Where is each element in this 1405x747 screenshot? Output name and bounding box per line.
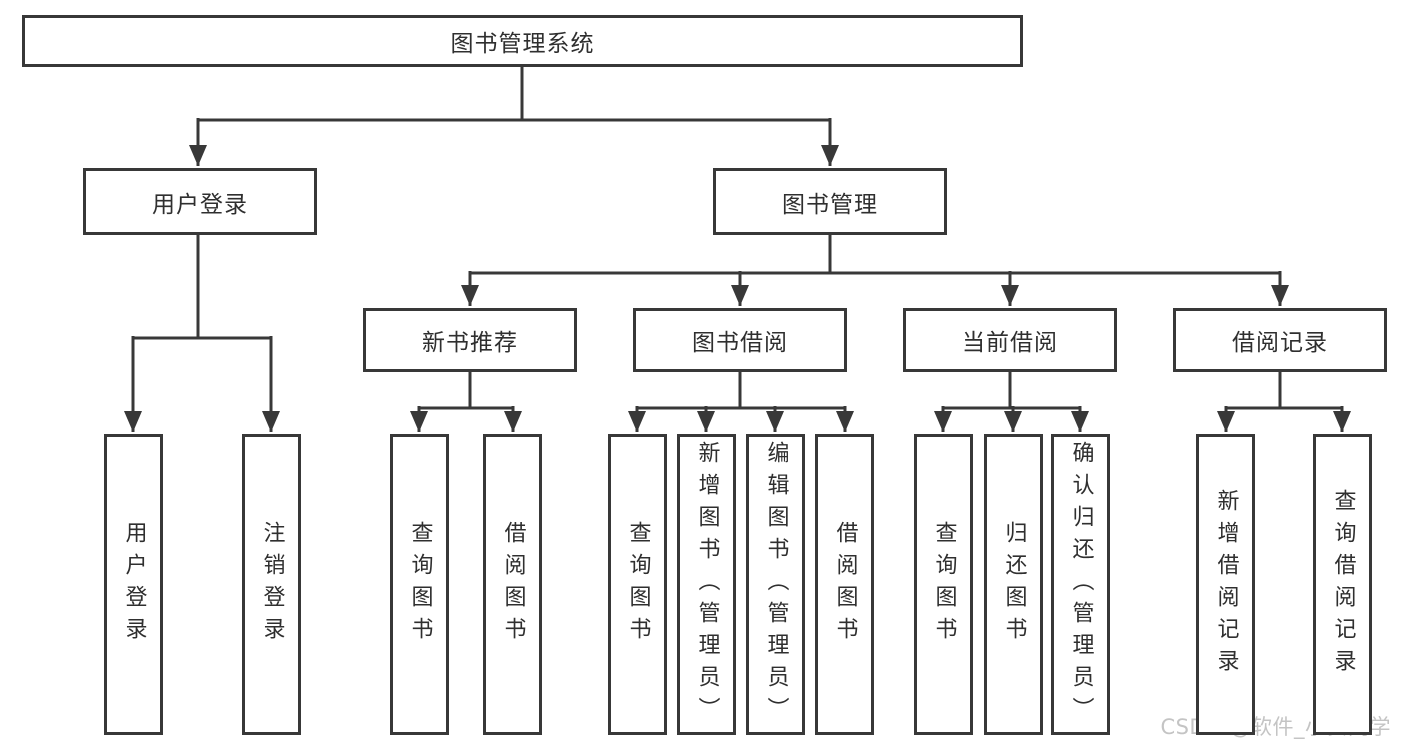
leaf-user-login: 用户登录	[104, 434, 163, 735]
node-borrow-records: 借阅记录	[1173, 308, 1387, 372]
node-new-book-recommend: 新书推荐	[363, 308, 577, 372]
leaf-label: 注销登录	[259, 520, 285, 649]
leaf-label: 用户登录	[121, 520, 147, 649]
node-library-management-system: 图书管理系统	[22, 15, 1023, 67]
leaf-label: 借阅图书	[832, 520, 858, 649]
leaf-label: 查询图书	[625, 520, 651, 649]
leaf-label: 新增图书（管理员）	[694, 440, 720, 729]
leaf-borrow-books: 借阅图书	[815, 434, 874, 735]
tree-edges	[124, 66, 1351, 432]
leaf-label: 确认归还（管理员）	[1068, 440, 1094, 729]
leaf-query-books-borrow: 查询图书	[608, 434, 667, 735]
node-book-borrow: 图书借阅	[633, 308, 847, 372]
node-current-borrow: 当前借阅	[903, 308, 1117, 372]
leaf-logout: 注销登录	[242, 434, 301, 735]
leaf-label: 查询借阅记录	[1330, 488, 1356, 681]
leaf-edit-books-admin: 编辑图书（管理员）	[746, 434, 805, 735]
leaf-borrow-books-recommend: 借阅图书	[483, 434, 542, 735]
node-user-login: 用户登录	[83, 168, 317, 235]
leaf-label: 借阅图书	[500, 520, 526, 649]
leaf-label: 查询图书	[931, 520, 957, 649]
leaf-label: 归还图书	[1001, 520, 1027, 649]
leaf-add-books-admin: 新增图书（管理员）	[677, 434, 736, 735]
leaf-label: 新增借阅记录	[1213, 488, 1239, 681]
leaf-query-books-recommend: 查询图书	[390, 434, 449, 735]
leaf-add-borrow-record: 新增借阅记录	[1196, 434, 1255, 735]
leaf-return-books: 归还图书	[984, 434, 1043, 735]
leaf-query-books-current: 查询图书	[914, 434, 973, 735]
leaf-label: 查询图书	[407, 520, 433, 649]
leaf-confirm-return-admin: 确认归还（管理员）	[1051, 434, 1110, 735]
leaf-query-borrow-record: 查询借阅记录	[1313, 434, 1372, 735]
leaf-label: 编辑图书（管理员）	[763, 440, 789, 729]
node-book-management: 图书管理	[713, 168, 947, 235]
